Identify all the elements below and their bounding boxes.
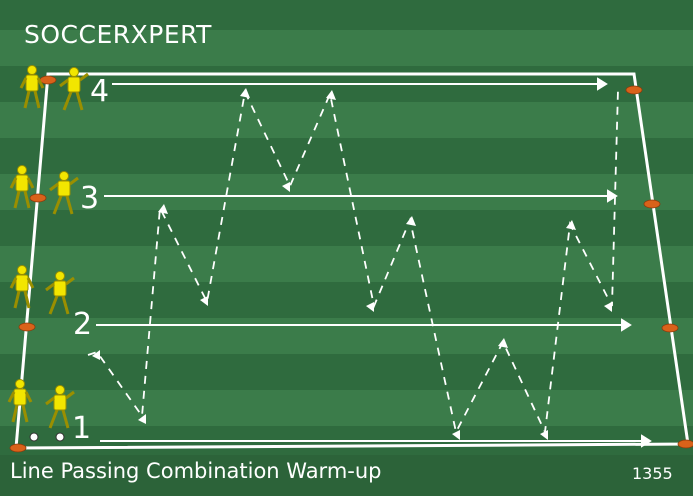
pass-path <box>87 89 619 436</box>
ball-marker <box>282 182 290 192</box>
lane-number-2: 2 <box>73 307 93 342</box>
cone <box>625 85 643 95</box>
ball-marker <box>406 216 416 226</box>
cone <box>39 75 57 85</box>
brand-logo: SOCCERXPERT <box>24 20 212 49</box>
lane-number-3: 3 <box>80 181 100 216</box>
ball-marker <box>158 204 168 214</box>
ball-marker <box>604 302 612 312</box>
ball-marker <box>200 296 208 306</box>
drill-title: Line Passing Combination Warm-up <box>10 459 382 483</box>
lane-arrow-2 <box>621 318 632 332</box>
ball-marker <box>326 90 336 100</box>
cone <box>9 443 27 453</box>
ball-marker <box>566 220 576 230</box>
ball <box>55 432 65 442</box>
ball-marker <box>540 430 548 440</box>
lane-number-4: 4 <box>90 74 110 109</box>
ball-marker <box>138 414 146 424</box>
ball-marker <box>92 350 100 360</box>
cone <box>18 322 36 332</box>
caption-bar <box>0 455 693 496</box>
drill-code: 1355 <box>632 464 673 483</box>
lane-arrow-4 <box>597 77 608 91</box>
lane-arrow-3 <box>607 189 618 203</box>
ball-marker <box>452 430 460 440</box>
cone <box>29 193 47 203</box>
lane-number-1: 1 <box>72 411 92 446</box>
ball <box>29 432 39 442</box>
ball-marker <box>240 88 250 98</box>
ball-marker <box>498 338 508 348</box>
ball-marker <box>366 302 374 312</box>
cone <box>661 323 679 333</box>
lane-arrow-1 <box>641 434 652 448</box>
cone <box>643 199 661 209</box>
cone <box>677 439 693 449</box>
